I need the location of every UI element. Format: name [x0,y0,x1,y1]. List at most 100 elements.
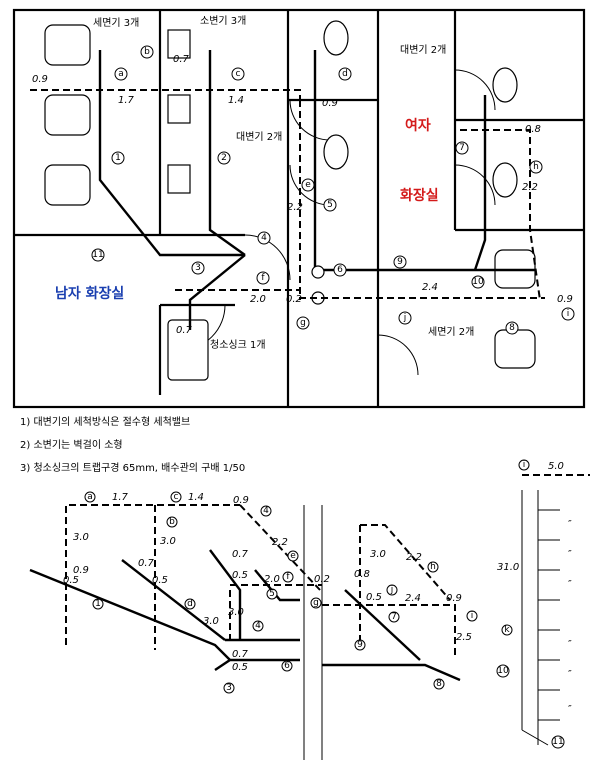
iso-dim: 0.5 [152,575,168,586]
svg-text:k: k [504,625,510,635]
svg-text:j: j [403,313,407,323]
door-wc-f1 [454,69,496,111]
iso-marker-a: a [84,491,96,503]
svg-text:6: 6 [284,661,290,671]
iso-marker-n1: 1 [92,598,104,610]
marker-n3: 3 [191,261,205,275]
iso-dim: 0.5 [232,570,248,581]
iso-dim: 0.7 [232,649,249,660]
svg-text:8: 8 [509,323,515,333]
marker-h: h [529,160,543,174]
fixture-label-sink-f: 세면기 2개 [428,326,474,338]
svg-text:4: 4 [255,621,261,631]
iso-marker-h: h [427,561,439,573]
iso-dim: 2.5 [456,632,472,643]
svg-text:g: g [300,318,306,328]
iso-dim: 3.0 [203,616,219,627]
marker-b: b [140,45,154,59]
iso-marker-i: i [466,610,478,622]
plan-dim: 1.4 [228,95,244,106]
door-female [377,334,419,376]
marker-n11: 11 [91,248,105,262]
stack-repeat: ″ [568,669,572,680]
vent-pipe-bottom [175,289,545,299]
svg-text:c: c [174,492,179,502]
iso-dim: 0.7 [138,558,155,569]
fixture-label-wc-m: 대변기 2개 [236,131,282,143]
drain-pipe-f-wc [473,95,487,271]
svg-text:i: i [567,309,570,319]
iso-marker-i-top: i [518,459,530,471]
marker-d: d [338,67,352,81]
iso-drain-2 [121,559,226,641]
stack-top-dim: 5.0 [548,461,564,472]
svg-text:11: 11 [552,737,563,747]
iso-vent-h [322,604,456,655]
marker-n10: 10 [471,275,485,289]
iso-marker-j: j [386,584,398,596]
svg-text:6: 6 [337,265,343,275]
marker-n1: 1 [111,151,125,165]
svg-text:10: 10 [497,666,509,676]
stack-repeat: ″ [568,549,572,560]
svg-text:3: 3 [195,263,201,273]
svg-text:8: 8 [436,679,442,689]
svg-text:a: a [87,492,93,502]
svg-text:h: h [533,162,539,172]
iso-marker-n6: 6 [281,660,293,672]
stack-height-dim: 31.0 [497,562,519,573]
iso-dim: 0.5 [366,592,382,603]
iso-dim: 3.0 [228,607,244,618]
iso-marker-n4a: 4 [260,505,272,517]
note-2: 2) 소변기는 벽걸이 소형 [20,438,123,451]
iso-dim: 3.0 [370,549,386,560]
svg-text:e: e [290,551,296,561]
plan-dim: 0.7 [176,325,193,336]
marker-n7: 7 [455,141,469,155]
iso-marker-n5: 5 [266,588,278,600]
fixture-label-wc-f: 대변기 2개 [400,44,446,56]
plan-dim: 0.2 [286,294,302,305]
toilet-icon [323,20,349,56]
marker-a: a [114,67,128,81]
iso-marker-g: g [310,597,322,609]
drain-pipe-urinal [208,50,246,256]
sink-icon [44,24,91,66]
urinal-icon [167,94,191,124]
iso-marker-k: k [501,624,513,636]
urinal-icon [167,164,191,194]
marker-n5: 5 [323,198,337,212]
iso-dim: 0.2 [314,574,330,585]
stack-branches [538,509,560,721]
svg-text:e: e [305,180,311,190]
iso-dim: 3.0 [73,532,89,543]
iso-marker-f: f [282,571,294,583]
plan-dim: 0.7 [173,54,190,65]
vent-pipe-top [30,89,370,101]
iso-dim: 0.8 [354,569,370,580]
floor-plan: 세면기 3개 소변기 3개 대변기 2개 대변기 2개 세면기 2개 청소싱크 … [12,8,586,409]
svg-text:4: 4 [261,233,267,243]
marker-n2: 2 [217,151,231,165]
urinal-icon [167,29,191,59]
iso-drain-6 [214,658,300,671]
fixture-label-sink-m: 세면기 3개 [93,17,139,29]
outer-wall [12,8,586,409]
marker-n4: 4 [257,231,271,245]
svg-text:c: c [236,69,241,79]
plan-dim: 0.9 [557,294,573,305]
svg-text:9: 9 [357,640,363,650]
iso-dim: 0.9 [73,565,89,576]
iso-marker-n7: 7 [388,611,400,623]
isometric-diagram: 1.7 1.4 0.9 3.0 3.0 0.9 0.5 0.7 0.5 0.7 … [29,459,590,760]
iso-drain-1 [29,568,231,661]
iso-dim: 2.0 [264,574,280,585]
svg-text:10: 10 [472,277,484,287]
fixture-label-mop: 청소싱크 1개 [210,339,266,351]
svg-text:2: 2 [221,153,227,163]
marker-n9: 9 [393,255,407,269]
toilet-icon [492,67,518,103]
iso-vent-a [65,504,240,645]
plan-dim: 0.9 [322,98,338,109]
sink-icon [494,329,536,369]
